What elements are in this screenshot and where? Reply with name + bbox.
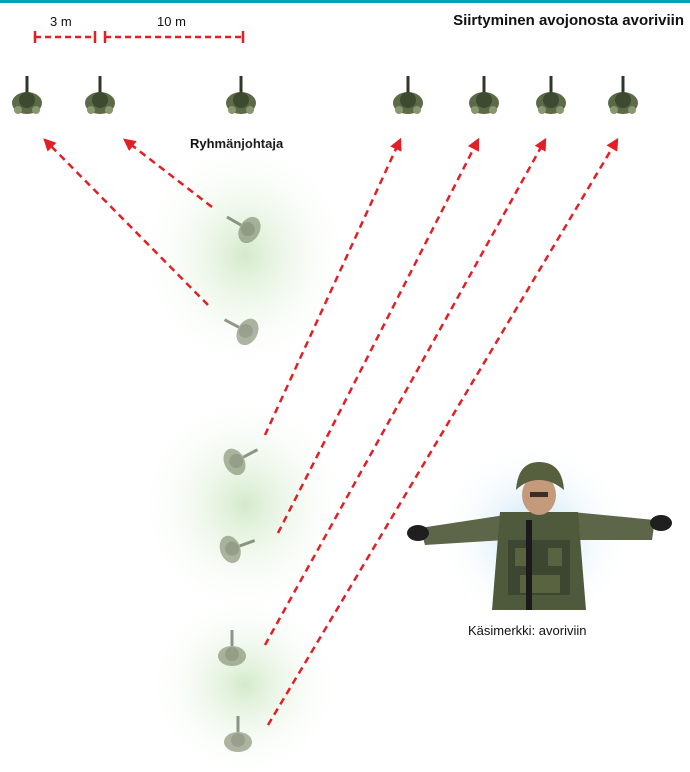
final-line-soldiers xyxy=(12,76,638,114)
diagram-title: Siirtyminen avojonosta avoriviin xyxy=(453,12,684,29)
distance-label-10m: 10 m xyxy=(157,14,186,29)
hand-signal-soldier xyxy=(407,462,672,610)
soldier-top-5 xyxy=(469,76,499,114)
soldier-top-7 xyxy=(608,76,638,114)
glow-area-2 xyxy=(135,390,355,620)
arrow-to-position-4 xyxy=(263,137,402,436)
distance-bracket-10m xyxy=(103,31,245,43)
soldier-column-5 xyxy=(219,535,256,563)
column-soldiers xyxy=(218,215,261,752)
arrow-to-position-6 xyxy=(263,137,547,646)
soldier-column-4 xyxy=(223,448,259,476)
soldier-top-leader xyxy=(226,76,256,114)
glow-area-1 xyxy=(135,135,355,375)
left-glove xyxy=(407,525,429,541)
arrow-to-position-2 xyxy=(123,138,213,208)
distance-label-3m: 3 m xyxy=(50,14,72,29)
glow-area-3 xyxy=(145,590,345,772)
helmet xyxy=(516,462,564,490)
soldier-column-1 xyxy=(226,215,261,244)
soldier-column-6 xyxy=(218,630,246,666)
top-accent-line xyxy=(0,0,690,3)
soldier-top-4 xyxy=(393,76,423,114)
distance-bracket-3m xyxy=(33,31,97,43)
soldier-top-1 xyxy=(12,76,42,114)
soldier-column-2 xyxy=(223,318,259,346)
soldier-top-6 xyxy=(536,76,566,114)
arrow-to-position-7 xyxy=(266,137,619,726)
right-glove xyxy=(650,515,672,531)
soldier-column-7 xyxy=(224,716,252,752)
arrow-to-position-5 xyxy=(276,137,480,534)
arrow-to-position-1 xyxy=(43,138,209,306)
soldier-top-2 xyxy=(85,76,115,114)
